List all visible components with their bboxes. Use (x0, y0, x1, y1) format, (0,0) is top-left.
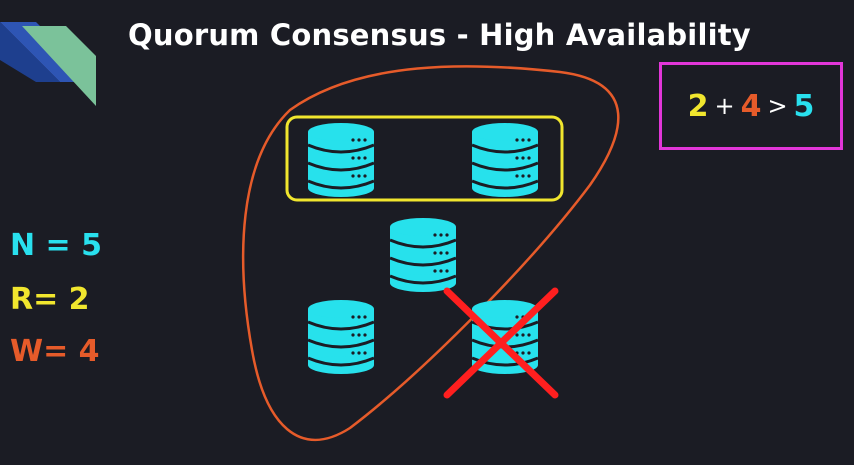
read-quorum-box (285, 115, 564, 202)
quorum-formula: 2 + 4 > 5 (659, 62, 843, 150)
formula-w: 4 (740, 88, 762, 124)
db-node-2-icon (471, 123, 539, 197)
formula-gt: > (767, 92, 788, 120)
db-node-1-icon (307, 123, 375, 197)
formula-plus: + (714, 92, 735, 120)
variable-w: W= 4 (10, 334, 100, 369)
failed-node-cross (443, 287, 559, 399)
variable-r: R= 2 (10, 282, 90, 317)
formula-n: 5 (793, 88, 815, 124)
corner-logo (0, 22, 96, 106)
db-node-3-icon (389, 218, 457, 292)
page-title: Quorum Consensus - High Availability (128, 18, 751, 52)
db-node-4-icon (307, 300, 375, 374)
variable-n: N = 5 (10, 228, 103, 263)
formula-r: 2 (687, 88, 709, 124)
